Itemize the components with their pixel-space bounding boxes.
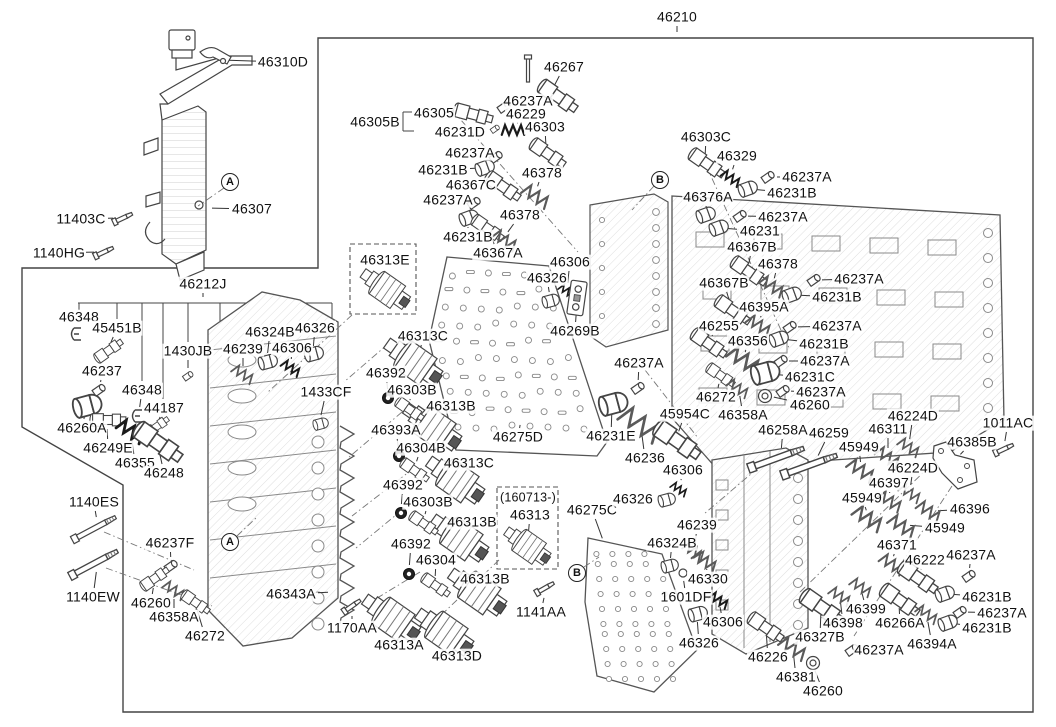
cap-part bbox=[686, 604, 710, 624]
plate69-part bbox=[566, 279, 588, 317]
ring-part bbox=[395, 507, 407, 519]
spr-part bbox=[844, 455, 878, 485]
val-part bbox=[137, 564, 172, 593]
valve-body-c bbox=[711, 447, 809, 655]
cap-part bbox=[736, 178, 760, 199]
val-part bbox=[526, 135, 569, 172]
ring-part bbox=[403, 568, 415, 580]
washer-part bbox=[805, 655, 821, 671]
plug-part bbox=[466, 195, 482, 210]
sol-part bbox=[498, 519, 557, 572]
valve-body-b-plate bbox=[589, 193, 669, 348]
spr-part bbox=[848, 575, 874, 599]
plug-part bbox=[489, 123, 501, 134]
scrS-part bbox=[340, 596, 363, 616]
enclosure-outline bbox=[21, 37, 1034, 713]
spr-part bbox=[519, 181, 553, 211]
scrS-part bbox=[110, 210, 135, 227]
grouping-bracket bbox=[402, 111, 414, 132]
val-part bbox=[894, 558, 941, 598]
valve-body-b bbox=[671, 195, 1005, 469]
bracket-46385B bbox=[932, 441, 978, 490]
cap-part bbox=[656, 491, 678, 509]
spr-part bbox=[681, 539, 707, 563]
option-box-46313E bbox=[349, 243, 417, 315]
spr-part bbox=[850, 502, 886, 534]
val-part bbox=[178, 588, 213, 617]
val-part bbox=[481, 168, 524, 205]
washer-part bbox=[757, 388, 773, 404]
val-part bbox=[397, 456, 432, 485]
boltL-part bbox=[67, 546, 121, 582]
spr-part bbox=[914, 602, 940, 626]
plug-part bbox=[961, 568, 977, 583]
scrS-part bbox=[991, 441, 1016, 458]
retainer-rail-46343A bbox=[339, 425, 356, 625]
sol-part bbox=[354, 261, 416, 316]
sol-part bbox=[423, 505, 496, 570]
plug-part bbox=[760, 169, 776, 184]
boltL-part bbox=[69, 513, 119, 545]
pin-part bbox=[523, 54, 533, 83]
support-assembly-46307 bbox=[143, 29, 253, 281]
ring-part bbox=[382, 392, 394, 404]
sprD-part bbox=[500, 124, 526, 136]
clip-part bbox=[70, 327, 82, 341]
clip-part bbox=[131, 409, 143, 423]
scrS-part bbox=[533, 579, 557, 598]
val-part bbox=[534, 77, 581, 117]
plug-part bbox=[844, 642, 860, 657]
separator-plate-46275C bbox=[584, 537, 698, 693]
scrS-part bbox=[91, 244, 116, 261]
val-part bbox=[451, 101, 495, 127]
plug-part bbox=[181, 370, 195, 382]
plug-part bbox=[630, 380, 646, 395]
plug-part bbox=[496, 99, 512, 114]
sol-part bbox=[441, 559, 514, 624]
val-part bbox=[91, 336, 126, 365]
sol-part bbox=[419, 447, 492, 512]
spr-part bbox=[827, 584, 853, 608]
plug-part bbox=[952, 604, 968, 619]
ball-part bbox=[678, 568, 688, 578]
